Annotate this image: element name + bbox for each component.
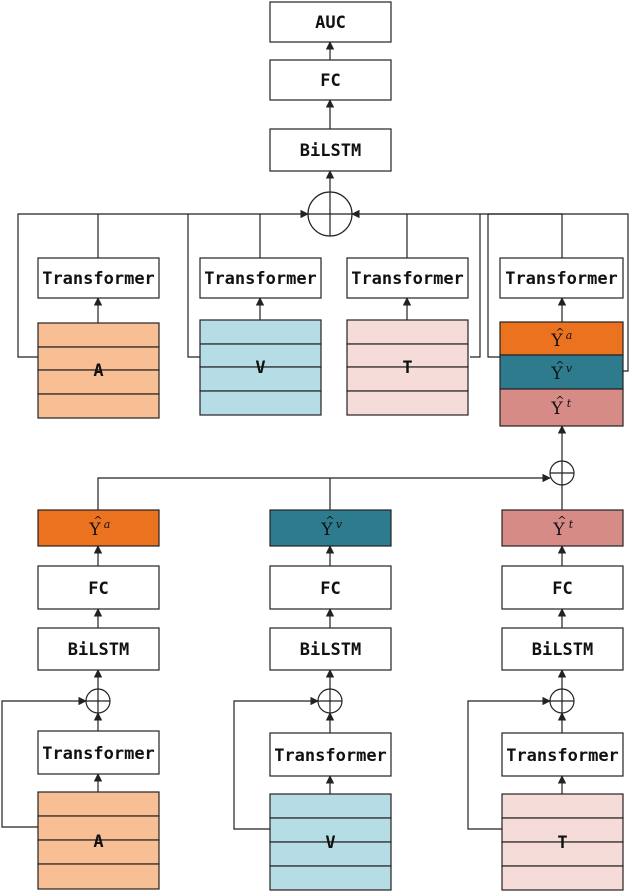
- top-fc-label: FC: [320, 71, 340, 91]
- bottom-video-input-block: [269, 793, 392, 891]
- top-transformer-t-label: Transformer: [351, 269, 464, 289]
- bottom-fusion-t-add-icon: [549, 688, 575, 714]
- svg-text:Y: Y: [88, 520, 101, 540]
- bottom-video-input-label: V: [325, 833, 335, 853]
- top-pred-audio-band: [499, 321, 624, 356]
- auc-label: AUC: [315, 13, 346, 33]
- top-transformer-v-label: Transformer: [204, 269, 317, 289]
- top-transformer-a-label: Transformer: [42, 269, 155, 289]
- svg-text:Y: Y: [550, 331, 563, 351]
- svg-text:Y: Y: [550, 364, 563, 384]
- top-text-input-block: [346, 319, 469, 416]
- bottom-audio-input-block: [37, 791, 160, 890]
- bottom-bilstm-a-box: [37, 627, 160, 671]
- middle-fusion-add-icon: [549, 460, 575, 486]
- bottom-fc-a-box: [37, 565, 160, 610]
- top-fc-box: [269, 59, 392, 101]
- top-video-input-block: [199, 319, 322, 416]
- bottom-text-input-block: [501, 793, 624, 891]
- top-pred-text-band: [499, 388, 624, 427]
- top-text-input-label: T: [402, 358, 412, 378]
- svg-text:a: a: [566, 329, 573, 342]
- svg-text:Y: Y: [550, 399, 563, 419]
- top-pred-audio-label: Y a ^: [550, 326, 572, 351]
- svg-text:^: ^: [557, 514, 566, 527]
- svg-text:a: a: [104, 518, 111, 531]
- bottom-audio-input-label: A: [93, 832, 103, 852]
- bottom-fc-a-label: FC: [88, 579, 108, 599]
- bottom-fc-t-label: FC: [552, 579, 572, 599]
- svg-text:^: ^: [325, 514, 334, 527]
- svg-text:^: ^: [555, 326, 564, 339]
- svg-text:v: v: [336, 518, 343, 531]
- bottom-fusion-a-add-icon: [85, 688, 111, 714]
- svg-text:v: v: [566, 362, 573, 375]
- svg-text:t: t: [569, 518, 574, 531]
- bottom-pred-video-label: Y v ^: [320, 514, 343, 540]
- top-transformer-t-box: [346, 257, 469, 299]
- bottom-pred-text-label: Y t ^: [552, 514, 573, 540]
- bottom-fusion-v-add-icon: [317, 688, 343, 714]
- top-fusion-add-icon: [307, 191, 353, 237]
- top-bilstm-label: BiLSTM: [300, 141, 361, 161]
- auc-box: [269, 1, 392, 43]
- svg-text:^: ^: [93, 514, 102, 527]
- bottom-fc-t-box: [501, 565, 624, 610]
- top-pred-text-label: Y t ^: [550, 394, 571, 419]
- top-transformer-pred-label: Transformer: [505, 269, 618, 289]
- bottom-bilstm-a-label: BiLSTM: [68, 640, 129, 660]
- svg-text:^: ^: [555, 359, 564, 372]
- bottom-transformer-v-box: [269, 732, 392, 777]
- top-transformer-a-box: [37, 257, 160, 299]
- top-audio-input-label: A: [93, 361, 103, 381]
- bottom-transformer-t-label: Transformer: [506, 746, 619, 766]
- svg-text:Y: Y: [552, 520, 565, 540]
- bottom-bilstm-t-label: BiLSTM: [532, 640, 593, 660]
- top-audio-input-block: [37, 322, 160, 419]
- bottom-transformer-a-label: Transformer: [42, 744, 155, 764]
- svg-text:^: ^: [555, 394, 564, 407]
- bottom-pred-text-box: [501, 509, 624, 547]
- bottom-text-input-label: T: [557, 833, 567, 853]
- bottom-fc-v-label: FC: [320, 579, 340, 599]
- bottom-bilstm-v-label: BiLSTM: [300, 640, 361, 660]
- top-pred-video-label: Y v ^: [550, 359, 573, 384]
- top-pred-video-band: [499, 354, 624, 390]
- svg-text:Y: Y: [320, 520, 333, 540]
- bottom-pred-audio-label: Y a ^: [88, 514, 110, 540]
- top-video-input-label: V: [255, 358, 265, 378]
- bottom-transformer-v-label: Transformer: [274, 746, 387, 766]
- svg-text:t: t: [567, 397, 572, 410]
